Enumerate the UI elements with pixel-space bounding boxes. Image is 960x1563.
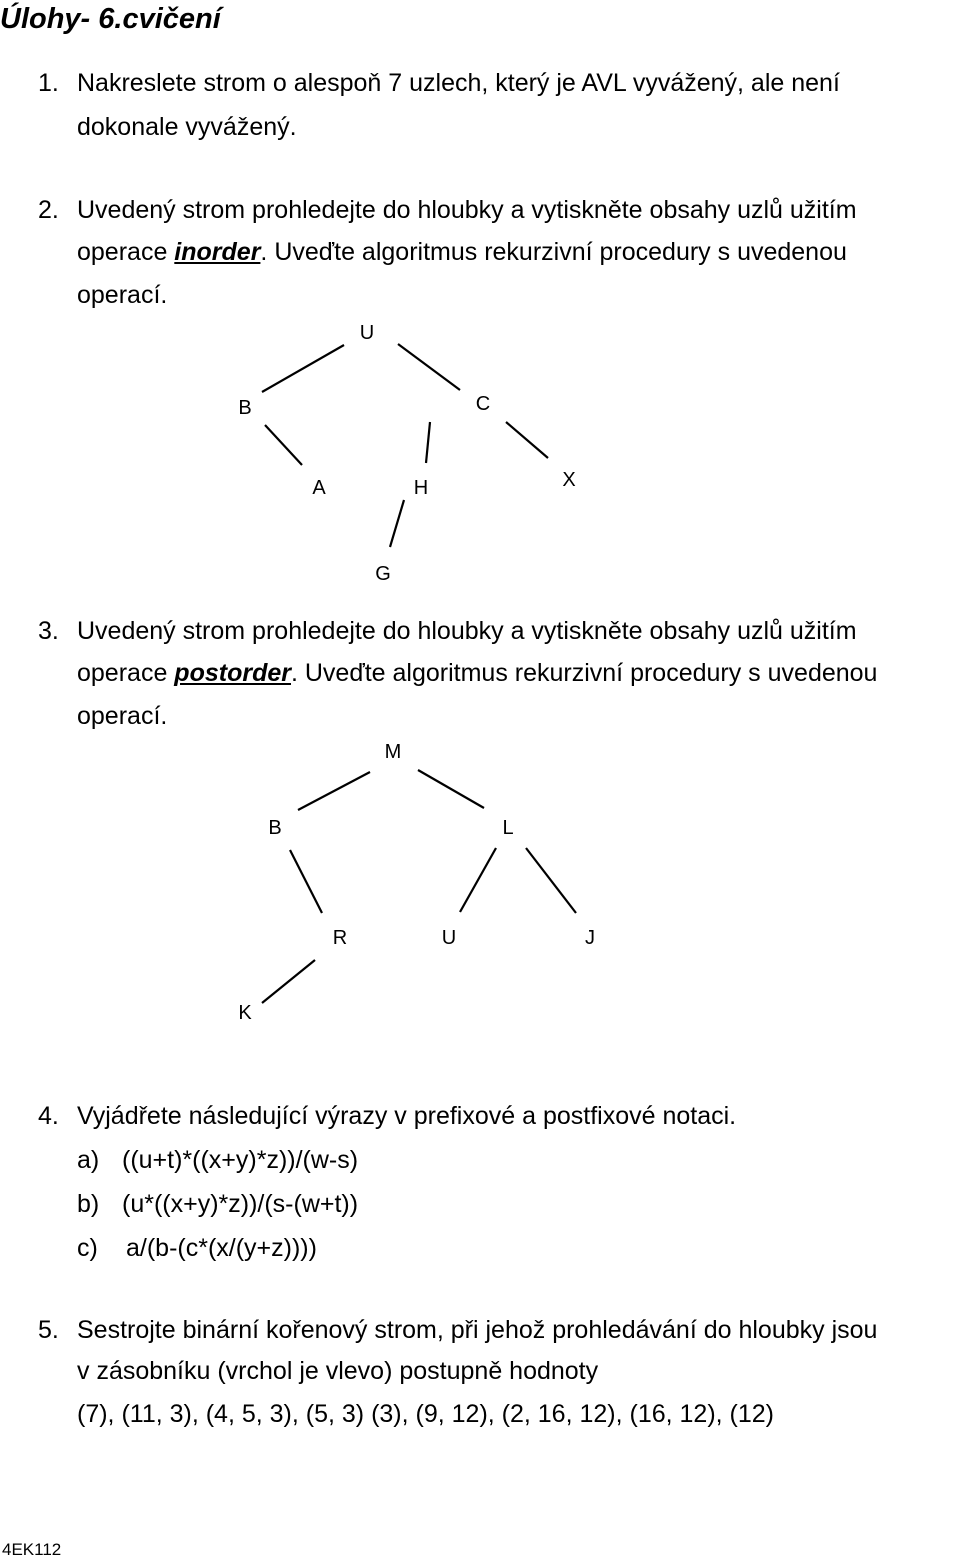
task-4-item-c-label: c) [77, 1234, 98, 1262]
tree-node-b: B [238, 397, 251, 419]
tree-node-r: R [333, 927, 347, 949]
tree-node-c: C [476, 393, 490, 415]
tree-node-g: G [375, 563, 391, 585]
task-5-stack-sequence: (7), (11, 3), (4, 5, 3), (5, 3) (3), (9,… [77, 1400, 775, 1428]
tree-node-l: L [502, 817, 513, 839]
task-2-line-2-pre: operace [77, 238, 175, 266]
task-5-line-2: v zásobníku (vrchol je vlevo) postupně h… [77, 1357, 599, 1385]
task-3-line-2: operace postorder. Uveďte algoritmus rek… [77, 658, 877, 688]
task-5-number: 5. [38, 1316, 59, 1344]
tree-node-x: X [562, 469, 575, 491]
task-4-line-1: Vyjádřete následující výrazy v prefixové… [77, 1102, 737, 1130]
task-4-item-a-expression: ((u+t)*((x+y)*z))/(w-s) [122, 1146, 359, 1174]
task-3-number: 3. [38, 617, 59, 645]
task-3-tree-diagram: M B L R U J K [228, 735, 607, 1030]
task-3-line-2-pre: operace [77, 659, 175, 687]
tree-node-j: J [585, 927, 595, 949]
edge-c-x [505, 421, 549, 459]
tree-node-m: M [385, 741, 402, 763]
edge-u-c [397, 343, 461, 391]
tree-node-u: U [360, 322, 374, 344]
task-4-item-b-expression: (u*((x+y)*z))/(s-(w+t)) [122, 1190, 359, 1218]
task-2-tree-diagram: U B C A H X G [228, 316, 586, 591]
task-2-number: 2. [38, 196, 59, 224]
task-4-item-b-label: b) [77, 1190, 100, 1218]
edge-h-g [388, 499, 406, 548]
edge-b-a [264, 424, 303, 466]
edge-l-j [525, 847, 577, 914]
edge-b-r [289, 849, 323, 914]
edge-u-b [261, 344, 345, 393]
edge-m-b [297, 771, 371, 811]
tree-node-u: U [442, 927, 456, 949]
task-2-line-2: operace inorder. Uveďte algoritmus rekur… [77, 237, 847, 267]
task-3-line-2-post: . Uveďte algoritmus rekurzivní procedury… [290, 659, 878, 687]
task-2-line-2-post: . Uveďte algoritmus rekurzivní procedury… [260, 238, 847, 266]
task-2-operation: inorder [174, 238, 261, 266]
task-2-line-1: Uvedený strom prohledejte do hloubky a v… [77, 196, 857, 224]
page-footer-code: 4EK112 [2, 1540, 62, 1559]
task-4-number: 4. [38, 1102, 59, 1130]
tree-node-k: K [238, 1002, 252, 1024]
task-4-item-a-label: a) [77, 1146, 100, 1174]
task-5-line-1: Sestrojte binární kořenový strom, při je… [77, 1316, 878, 1344]
task-3-line-3: operací. [77, 702, 168, 730]
task-4-item-c-expression: a/(b-(c*(x/(y+z)))) [126, 1234, 317, 1262]
tree-node-b: B [268, 817, 281, 839]
edge-m-l [417, 769, 485, 809]
task-3-operation: postorder [174, 659, 291, 687]
task-1-line-2: dokonale vyvážený. [77, 113, 297, 141]
edge-r-k [261, 959, 316, 1004]
tree-node-a: A [312, 477, 326, 499]
task-1-line-1: Nakreslete strom o alespoň 7 uzlech, kte… [77, 69, 840, 97]
page-title: Úlohy- 6.cvičení [0, 3, 221, 35]
edge-c-h [424, 421, 432, 464]
task-2-line-3: operací. [77, 281, 168, 309]
task-3-line-1: Uvedený strom prohledejte do hloubky a v… [77, 617, 857, 645]
tree-node-h: H [414, 477, 428, 499]
task-1-number: 1. [38, 69, 59, 97]
edge-l-u [459, 847, 497, 913]
